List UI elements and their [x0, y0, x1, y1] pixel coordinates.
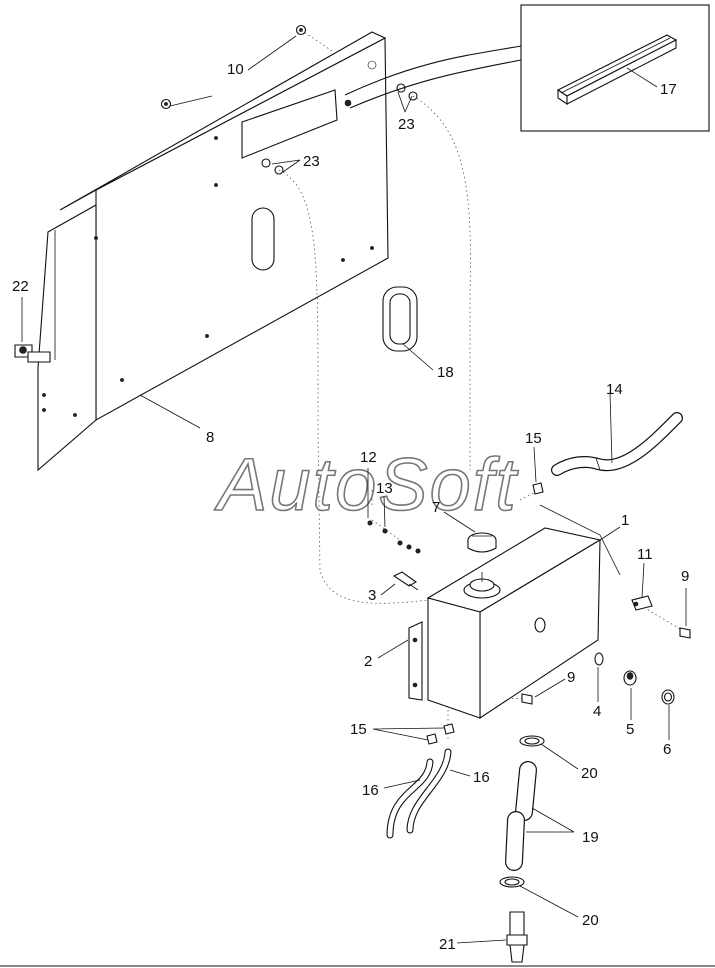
filler-cap-7 [467, 532, 497, 553]
sender-3 [392, 571, 419, 591]
hose-clamp-20-lower [499, 876, 525, 888]
cap-6 [661, 689, 675, 705]
callout-6: 6 [663, 741, 671, 758]
callout-18: 18 [437, 364, 454, 381]
callout-19: 19 [582, 829, 599, 846]
callout-3: 3 [368, 587, 376, 604]
callout-2: 2 [364, 653, 372, 670]
callout-10: 10 [227, 61, 244, 78]
callout-17: 17 [660, 81, 677, 98]
detail-inset [520, 4, 710, 132]
callout-13: 13 [376, 480, 393, 497]
side-panel [37, 31, 389, 472]
callouts: 10 23 23 17 22 18 8 14 15 12 13 7 1 11 9… [12, 61, 689, 953]
nuts-12-13 [367, 520, 421, 554]
fitting-15-top [532, 482, 544, 495]
callout-22: 22 [12, 278, 29, 295]
grommet-4 [594, 652, 604, 666]
callout-14: 14 [606, 381, 623, 398]
callout-16-left: 16 [362, 782, 379, 799]
callout-20-upper: 20 [581, 765, 598, 782]
plug-5 [623, 670, 637, 686]
callout-1: 1 [621, 512, 629, 529]
callout-15-lower: 15 [350, 721, 367, 738]
fuel-tank [408, 527, 602, 720]
callout-8: 8 [206, 429, 214, 446]
leader-lines [21, 35, 687, 944]
callout-11: 11 [637, 546, 653, 563]
callout-15-top: 15 [525, 430, 542, 447]
loop-seal-18 [382, 286, 418, 352]
nut-10-left [160, 98, 172, 110]
hoses-16 [386, 748, 452, 839]
hose-19 [505, 761, 537, 871]
bolt-9-lower [521, 693, 533, 705]
callout-12: 12 [360, 449, 377, 466]
hose-clamp-20-upper [519, 735, 545, 747]
bolt-9-right [679, 627, 691, 639]
fittings-15-lower [426, 723, 455, 745]
callout-23-upper: 23 [398, 116, 415, 133]
callout-5: 5 [626, 721, 634, 738]
callout-4: 4 [593, 703, 601, 720]
watermark: AutoSoft [214, 443, 519, 526]
callout-16-right: 16 [473, 769, 490, 786]
callout-21: 21 [439, 936, 456, 953]
callout-23-lower: 23 [303, 153, 320, 170]
callout-9-lower: 9 [567, 669, 575, 686]
clamp-11 [631, 595, 653, 611]
callout-7: 7 [432, 499, 440, 516]
callout-20-lower: 20 [582, 912, 599, 929]
fitting-21 [506, 911, 528, 963]
hose-14 [551, 412, 683, 476]
bracket-22 [14, 344, 51, 363]
callout-9-right: 9 [681, 568, 689, 585]
